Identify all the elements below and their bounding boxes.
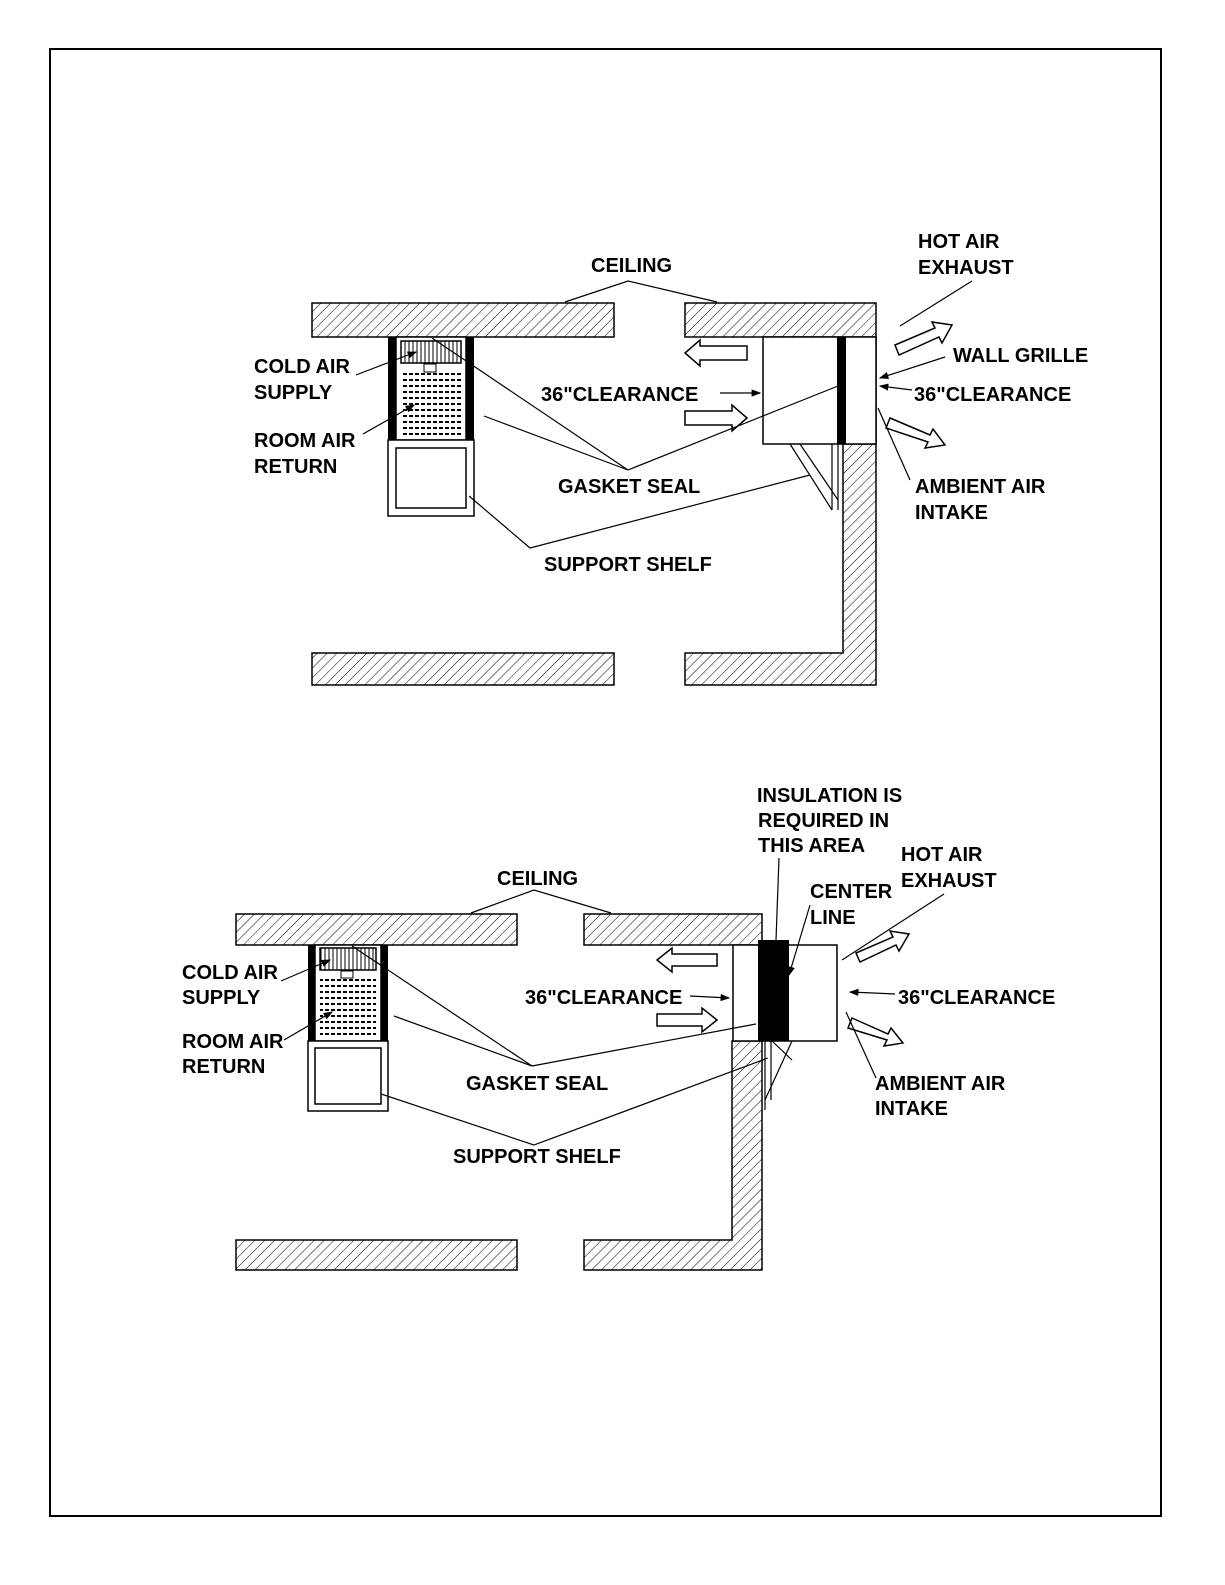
top-diagram: CEILING HOT AIR EXHAUST WALL GRILLE COLD…	[254, 231, 1088, 686]
top-gasket-seal-label: GASKET SEAL	[558, 476, 700, 498]
top-clearance-right-label: 36"CLEARANCE	[914, 384, 1071, 406]
bottom-ceiling-leader	[470, 889, 612, 914]
bottom-clearance-left-label: 36"CLEARANCE	[525, 987, 682, 1009]
bottom-hot-air-label-1: HOT AIR	[901, 844, 983, 866]
bottom-center-line-label-2: LINE	[810, 907, 856, 929]
bottom-support-shelf-label: SUPPORT SHELF	[453, 1146, 621, 1168]
top-hot-air-arrow	[894, 321, 954, 357]
bottom-clearance-right-label: 36"CLEARANCE	[898, 987, 1055, 1009]
bottom-indoor-unit	[307, 944, 389, 1112]
bottom-center-line-label-1: CENTER	[810, 881, 893, 903]
top-room-air-label-2: RETURN	[254, 456, 337, 478]
bottom-gasket-seal-label: GASKET SEAL	[466, 1073, 608, 1095]
top-ceiling-leader	[564, 280, 718, 303]
top-ambient-air-arrow	[885, 417, 947, 449]
top-support-shelf-label: SUPPORT SHELF	[544, 554, 712, 576]
top-ceiling-label: CEILING	[591, 255, 672, 277]
top-ceiling-left	[311, 302, 615, 338]
top-floor-left	[311, 652, 615, 686]
top-airflow-in-arrow	[684, 403, 749, 433]
bottom-ambient-air-label-2: INTAKE	[875, 1098, 948, 1120]
top-indoor-unit	[387, 336, 475, 517]
top-hot-air-label-1: HOT AIR	[918, 231, 1000, 253]
bottom-hot-air-arrow	[855, 930, 911, 964]
bottom-room-air-label-2: RETURN	[182, 1056, 265, 1078]
top-outdoor-unit	[762, 336, 877, 511]
bottom-ambient-air-arrow	[847, 1016, 905, 1047]
bottom-insulation-label-2: REQUIRED IN	[758, 810, 889, 832]
bottom-diagram: INSULATION IS REQUIRED IN THIS AREA HOT …	[182, 785, 1055, 1271]
bottom-ambient-air-label-1: AMBIENT AIR	[875, 1073, 1006, 1095]
top-room-air-label-1: ROOM AIR	[254, 430, 356, 452]
bottom-ceiling-left	[235, 913, 518, 946]
bottom-hot-air-label-2: EXHAUST	[901, 870, 997, 892]
bottom-cold-air-label-2: SUPPLY	[182, 987, 261, 1009]
bottom-insulation-label-1: INSULATION IS	[757, 785, 902, 807]
bottom-cold-air-label-1: COLD AIR	[182, 962, 278, 984]
top-cold-air-label-2: SUPPLY	[254, 382, 333, 404]
bottom-ceiling-label: CEILING	[497, 868, 578, 890]
page-frame	[49, 48, 1162, 1517]
top-ambient-air-label-1: AMBIENT AIR	[915, 476, 1046, 498]
bottom-floor-left	[235, 1239, 518, 1271]
bottom-ceiling-right-wall	[583, 913, 763, 1271]
top-cold-air-label-1: COLD AIR	[254, 356, 350, 378]
top-hot-air-label-2: EXHAUST	[918, 257, 1014, 279]
top-ambient-air-label-2: INTAKE	[915, 502, 988, 524]
bottom-room-air-label-1: ROOM AIR	[182, 1031, 284, 1053]
top-airflow-out-arrow	[683, 338, 748, 368]
top-wall-grille-label: WALL GRILLE	[953, 345, 1088, 367]
bottom-airflow-in-arrow	[656, 1006, 719, 1034]
top-clearance-left-label: 36"CLEARANCE	[541, 384, 698, 406]
bottom-airflow-out-arrow	[655, 946, 718, 974]
bottom-insulation-label-3: THIS AREA	[758, 835, 865, 857]
